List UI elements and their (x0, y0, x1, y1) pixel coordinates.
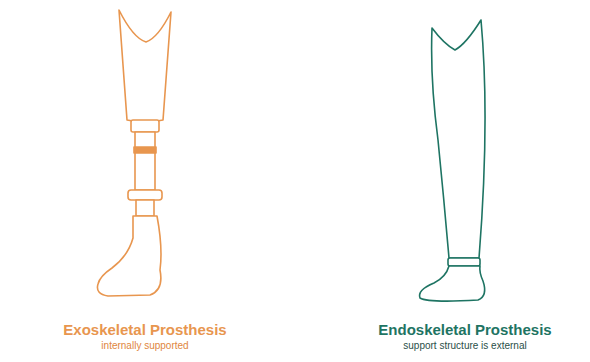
cosmetic-shell (432, 20, 485, 258)
figure-title: Endoskeletal Prosthesis (378, 321, 551, 338)
ankle-unit (128, 190, 162, 200)
ankle-band (448, 258, 480, 266)
figure-subtitle: internally supported (101, 340, 188, 352)
figure-title: Exoskeletal Prosthesis (63, 321, 226, 338)
foot (97, 216, 161, 296)
exoskeletal-leg (97, 10, 171, 296)
foot (420, 266, 485, 301)
ankle-connector (136, 200, 154, 216)
adapter (131, 120, 159, 132)
pylon (135, 132, 155, 190)
pylon-band (134, 147, 156, 153)
endoskeletal-leg (420, 20, 486, 301)
socket (119, 10, 171, 122)
figure-subtitle: support structure is external (403, 340, 526, 352)
